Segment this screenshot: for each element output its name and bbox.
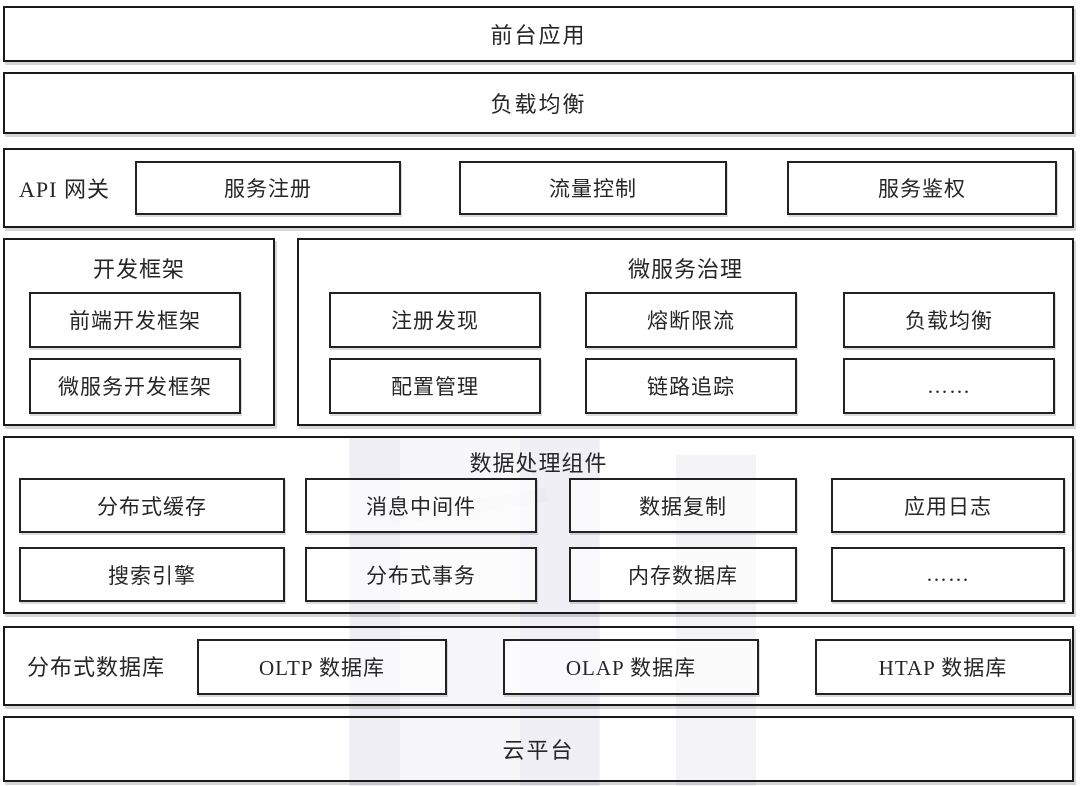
- layer-cloud-platform-label: 云平台: [502, 738, 575, 763]
- node-distributed-tracing: 链路追踪: [585, 358, 797, 414]
- section-microservice-governance: 微服务治理 注册发现 熔断限流 负载均衡 配置管理 链路追踪 ……: [297, 238, 1074, 426]
- node-search-engine: 搜索引擎: [19, 547, 285, 602]
- node-traffic-control: 流量控制: [459, 161, 727, 215]
- layer-distributed-database: 分布式数据库 OLTP 数据库 OLAP 数据库 HTAP 数据库: [3, 626, 1074, 706]
- layer-distributed-database-label: 分布式数据库: [27, 655, 166, 680]
- node-distributed-cache: 分布式缓存: [19, 478, 285, 533]
- layer-api-gateway-label: API 网关: [19, 177, 110, 202]
- layer-cloud-platform: 云平台: [3, 716, 1074, 782]
- layer-frontend-application-label: 前台应用: [490, 23, 587, 48]
- node-oltp-database: OLTP 数据库: [197, 639, 447, 695]
- node-microservice-dev-framework: 微服务开发框架: [29, 358, 241, 414]
- node-data-processing-ellipsis: ……: [831, 547, 1065, 602]
- node-distributed-transaction: 分布式事务: [305, 547, 537, 602]
- section-data-processing: 数据处理组件 分布式缓存 消息中间件 数据复制 应用日志 搜索引擎 分布式事务 …: [3, 436, 1074, 614]
- node-in-memory-database: 内存数据库: [569, 547, 797, 602]
- section-data-processing-title: 数据处理组件: [469, 451, 608, 476]
- layer-api-gateway: API 网关 服务注册 流量控制 服务鉴权: [3, 148, 1074, 228]
- node-config-management: 配置管理: [329, 358, 541, 414]
- section-dev-framework: 开发框架 前端开发框架 微服务开发框架: [3, 238, 275, 426]
- node-service-authentication: 服务鉴权: [787, 161, 1057, 215]
- layer-load-balancer: 负载均衡: [3, 72, 1074, 134]
- node-circuit-breaker-rate-limiting: 熔断限流: [585, 292, 797, 348]
- node-htap-database: HTAP 数据库: [815, 639, 1071, 695]
- node-message-middleware: 消息中间件: [305, 478, 537, 533]
- layer-load-balancer-label: 负载均衡: [490, 92, 587, 117]
- section-microservice-governance-title: 微服务治理: [627, 257, 743, 282]
- node-load-balancing: 负载均衡: [843, 292, 1055, 348]
- node-service-registry: 服务注册: [135, 161, 401, 215]
- node-olap-database: OLAP 数据库: [503, 639, 759, 695]
- node-data-replication: 数据复制: [569, 478, 797, 533]
- layer-frontend-application: 前台应用: [3, 6, 1074, 62]
- node-application-logging: 应用日志: [831, 478, 1065, 533]
- node-registry-discovery: 注册发现: [329, 292, 541, 348]
- node-frontend-dev-framework: 前端开发框架: [29, 292, 241, 348]
- section-dev-framework-title: 开发框架: [92, 257, 185, 282]
- node-governance-ellipsis: ……: [843, 358, 1055, 414]
